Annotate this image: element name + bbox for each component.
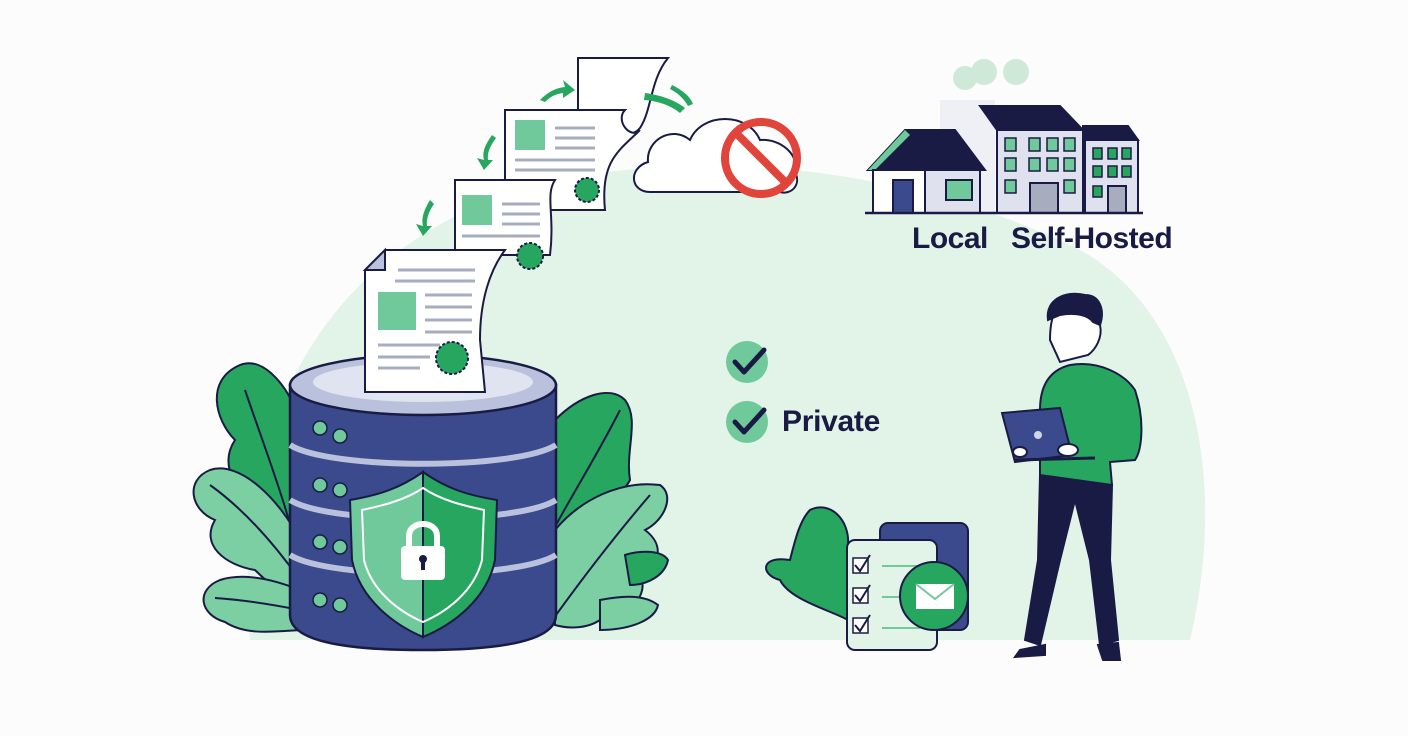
local-house-icon	[865, 59, 1029, 214]
shield-lock-icon	[348, 470, 499, 639]
leaf-decoration-left	[192, 362, 301, 633]
check-circle-icon	[726, 341, 768, 383]
self-hosted-building-icon	[865, 105, 1143, 215]
email-bubble-icon	[899, 561, 969, 631]
person-with-laptop	[1000, 292, 1143, 661]
document-stack	[362, 57, 671, 393]
local-label: Local	[912, 222, 988, 255]
leaf-decoration-right	[554, 391, 670, 632]
cloud-blocked-icon	[633, 118, 801, 198]
document-icon	[454, 179, 557, 270]
check-circle-icon	[726, 401, 768, 443]
private-label: Private	[782, 405, 880, 438]
arrow-icons	[416, 80, 693, 236]
lock-icon	[401, 521, 445, 580]
document-icon	[362, 247, 507, 393]
self-hosted-label: Self-Hosted	[1011, 222, 1173, 255]
